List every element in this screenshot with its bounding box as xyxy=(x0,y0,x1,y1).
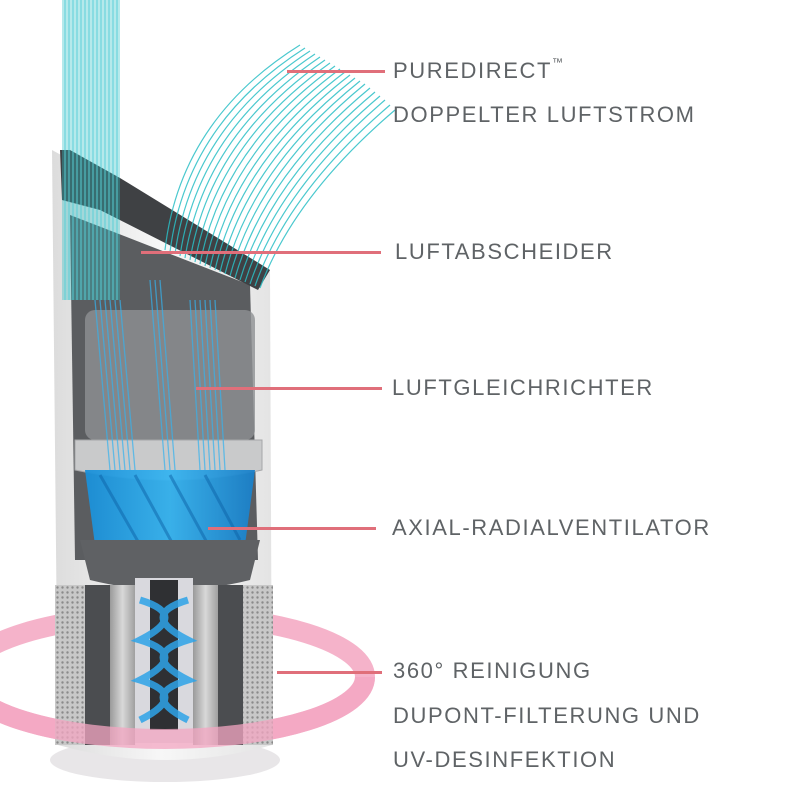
label-luftabscheider: LUFTABSCHEIDER xyxy=(395,239,614,264)
label-360-reinigung: 360° REINIGUNG xyxy=(393,658,592,683)
360-ring-front xyxy=(0,676,375,749)
uv-helix xyxy=(130,596,198,724)
hepa-filter-right xyxy=(193,585,218,745)
hepa-filter-left xyxy=(110,585,135,745)
carbon-filter-left xyxy=(85,585,110,745)
callout-line-puredirect xyxy=(287,70,385,73)
callout-line-ventilator xyxy=(208,527,376,530)
airflow-inner xyxy=(94,279,226,471)
filter-mesh-left xyxy=(55,585,85,745)
carbon-filter-right xyxy=(218,585,243,745)
label-doppelter-luftstrom: DOPPELTER LUFTSTROM xyxy=(393,102,696,127)
label-luftgleichrichter: LUFTGLEICHRICHTER xyxy=(392,375,654,400)
label-puredirect-line1: PUREDIRECT xyxy=(393,58,553,83)
callout-line-luftabscheider xyxy=(141,251,381,254)
fan-shroud xyxy=(80,540,260,590)
label-dupont-filterung: DUPONT-FILTERUNG UND xyxy=(393,703,701,728)
label-puredirect: PUREDIRECT™ xyxy=(393,57,564,83)
trademark-symbol: ™ xyxy=(552,57,564,69)
airflow-vertical xyxy=(62,0,120,300)
label-uv-desinfektion: UV-DESINFEKTION xyxy=(393,747,617,772)
filter-mesh-right xyxy=(243,585,273,745)
callout-line-luftgleichrichter xyxy=(196,387,382,390)
label-axial-radialventilator: AXIAL-RADIALVENTILATOR xyxy=(392,515,711,540)
callout-line-reinigung xyxy=(277,671,382,674)
